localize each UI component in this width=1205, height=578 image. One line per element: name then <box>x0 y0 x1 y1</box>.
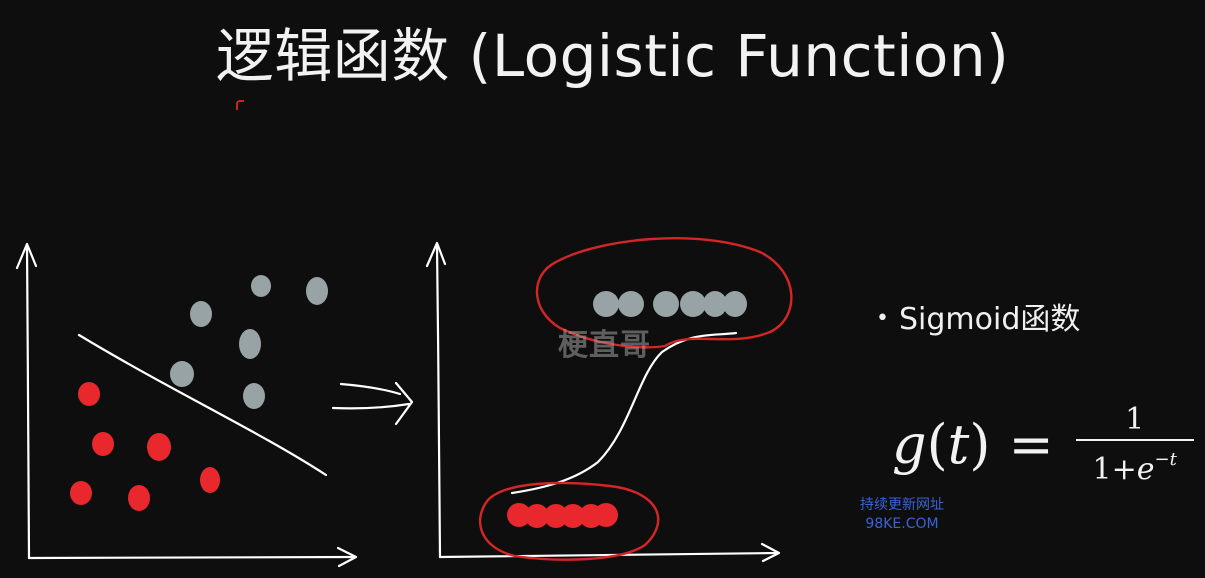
red-point <box>525 504 549 528</box>
bullet-dot-icon: • <box>876 306 889 331</box>
gray-point <box>680 291 706 317</box>
bullet-item: • Sigmoid函数 <box>876 299 1080 340</box>
fraction-bar <box>1075 439 1194 441</box>
red-point <box>544 504 568 528</box>
red-point <box>200 467 220 493</box>
left-x-axis <box>27 555 357 560</box>
gray-point <box>703 291 727 317</box>
gray-point <box>618 291 644 317</box>
left-y-axis <box>25 244 31 560</box>
gray-point <box>653 291 679 317</box>
lower-cluster-outline <box>478 481 660 561</box>
right-x-axis-arrow-icon <box>760 542 781 563</box>
sigmoid-formula: g(t) = 1 1+e−t <box>892 403 1194 487</box>
gray-point <box>243 383 265 409</box>
red-point <box>78 382 100 406</box>
left-x-axis-arrow-icon <box>336 546 358 568</box>
formula-numerator: 1 <box>1125 402 1145 437</box>
center-watermark: 梗直哥 <box>558 328 651 363</box>
denominator-e: e <box>1136 452 1155 487</box>
formula-equals: = <box>1008 413 1054 476</box>
red-point <box>128 485 150 511</box>
red-point <box>594 503 618 527</box>
upper-cluster-outline <box>535 237 793 349</box>
gray-point <box>593 291 619 317</box>
gray-point <box>251 275 271 297</box>
formula-open-paren: ( <box>926 413 948 476</box>
right-gray-cluster <box>593 291 747 317</box>
left-red-points <box>70 382 220 511</box>
right-red-cluster <box>507 503 618 528</box>
left-gray-points <box>170 275 328 409</box>
gray-point <box>190 301 212 327</box>
site-watermark-line2: 98KE.COM <box>865 516 939 532</box>
gray-point <box>306 277 328 305</box>
gray-point <box>170 361 194 387</box>
red-pen-mark <box>236 100 244 110</box>
red-point <box>561 504 585 528</box>
formula-denominator: 1+e−t <box>1093 441 1177 487</box>
decision-boundary-line <box>77 333 328 477</box>
red-point <box>507 503 531 527</box>
right-y-axis <box>435 244 442 559</box>
site-watermark: 持续更新网址 98KE.COM <box>846 496 958 534</box>
denominator-base: 1+ <box>1092 452 1137 487</box>
red-point <box>147 433 171 461</box>
transition-arrow-icon <box>331 381 414 426</box>
gray-point <box>239 329 261 359</box>
bullet-text: Sigmoid函数 <box>898 302 1081 337</box>
site-watermark-line1: 持续更新网址 <box>860 497 944 513</box>
formula-close-paren: ) <box>969 413 991 476</box>
denominator-exponent: −t <box>1154 449 1177 470</box>
gray-point <box>723 291 747 317</box>
slide-title: 逻辑函数 (Logistic Function) <box>215 22 1010 90</box>
right-y-axis-arrow-icon <box>425 241 447 268</box>
red-point <box>70 481 92 505</box>
formula-function-name: g <box>892 413 927 476</box>
formula-lhs: g(t) <box>892 410 990 480</box>
formula-argument: t <box>947 413 970 476</box>
red-point <box>92 432 114 456</box>
left-y-axis-arrow-icon <box>15 242 38 270</box>
formula-fraction: 1 1+e−t <box>1075 402 1194 487</box>
